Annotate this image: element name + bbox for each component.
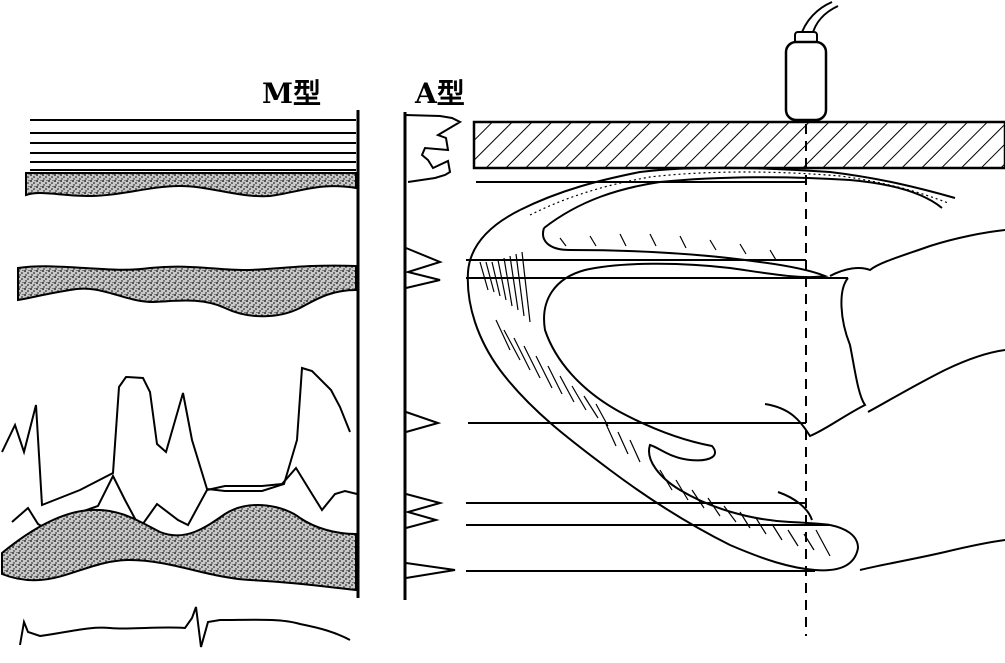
echo-reference-lines — [466, 259, 848, 572]
atrium-outer — [867, 349, 1005, 413]
aortic-root — [829, 229, 1005, 277]
transducer — [784, 40, 828, 122]
ventricle-outer — [466, 209, 860, 572]
left-atrium — [764, 277, 867, 438]
chest-wall — [472, 120, 1005, 170]
a-mode-echo-septum — [404, 247, 443, 289]
septum-texture — [479, 233, 831, 557]
heart-cross-section — [466, 1, 1005, 636]
m-mode-septum — [17, 264, 357, 318]
ventricle-inner — [542, 227, 831, 526]
m-mode-chest-wall-lines — [30, 119, 356, 171]
anterior-wall-inner — [543, 176, 943, 229]
posterior-tissue — [859, 539, 1005, 571]
a-mode-echo-posterior — [404, 493, 444, 529]
a-mode-echo-top — [404, 114, 463, 183]
m-mode-posterior-wall — [1, 504, 357, 592]
m-mode-mitral-leaflet — [1, 366, 351, 507]
a-mode-panel — [403, 112, 463, 600]
anterior-wall-outer — [519, 166, 956, 211]
m-mode-panel — [1, 110, 360, 648]
a-mode-echo-mitral — [405, 411, 442, 433]
a-mode-label: A型 — [414, 77, 465, 110]
anterior-wall-texture — [529, 171, 949, 216]
m-mode-anterior-wall — [25, 172, 357, 198]
ecg-trace — [19, 606, 351, 648]
a-mode-echo-back — [405, 562, 456, 579]
m-mode-label: M型 — [262, 77, 321, 110]
